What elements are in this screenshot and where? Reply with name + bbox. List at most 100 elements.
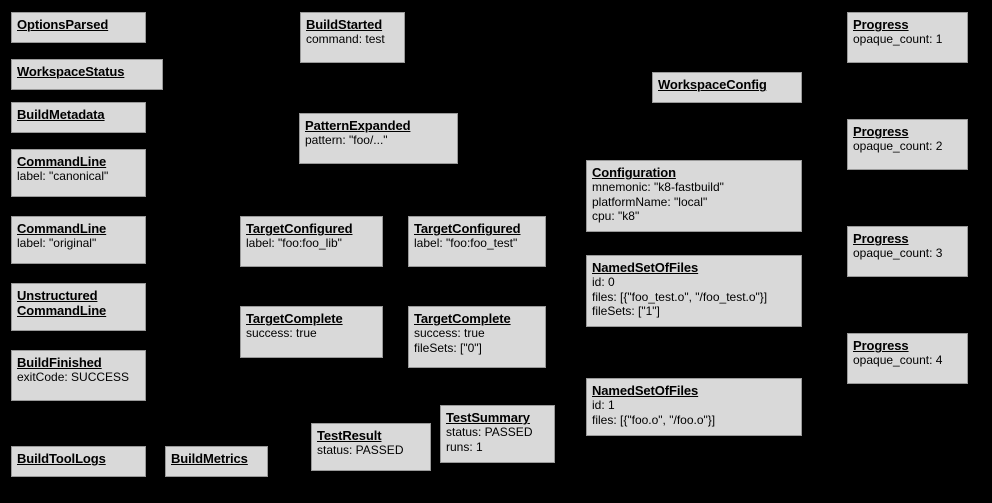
node-field: opaque_count: 1 <box>853 32 943 46</box>
node-fields: status: PASSED <box>317 443 425 458</box>
node-title: BuildStarted <box>306 17 399 32</box>
node-field: label: "original" <box>17 236 97 250</box>
node-field: opaque_count: 4 <box>853 353 943 367</box>
node-title-line: BuildMetadata <box>17 107 105 122</box>
node-fields: pattern: "foo/..." <box>305 133 452 148</box>
node-title-line: BuildMetrics <box>171 451 248 466</box>
node-title-line: TestResult <box>317 428 382 443</box>
node-field: runs: 1 <box>446 439 483 454</box>
node-title-line: WorkspaceConfig <box>658 77 767 92</box>
node-title: TargetComplete <box>246 311 377 326</box>
node-title-line: Progress <box>853 17 909 32</box>
node-title-line: Progress <box>853 231 909 246</box>
node-title: NamedSetOfFiles <box>592 383 796 398</box>
node-title-line: TargetComplete <box>246 311 343 326</box>
node-title-line: TargetConfigured <box>414 221 521 236</box>
event-node-build-metadata[interactable]: BuildMetadata <box>11 102 146 133</box>
node-title-line: CommandLine <box>17 221 107 236</box>
node-title: BuildFinished <box>17 355 140 370</box>
node-title-line: TestSummary <box>446 410 530 425</box>
node-title: TargetComplete <box>414 311 540 326</box>
node-fields: success: true <box>246 326 377 341</box>
node-title-line: TargetConfigured <box>246 221 353 236</box>
node-title-line: NamedSetOfFiles <box>592 260 699 275</box>
node-title: OptionsParsed <box>17 17 140 32</box>
node-title: CommandLine <box>17 154 140 169</box>
node-field: platformName: "local" <box>592 194 708 209</box>
node-title: Progress <box>853 231 962 246</box>
node-field: exitCode: SUCCESS <box>17 370 130 384</box>
node-field: opaque_count: 2 <box>853 139 943 153</box>
node-title-line: NamedSetOfFiles <box>592 383 699 398</box>
node-field: fileSets: ["1"] <box>592 304 660 318</box>
node-title-line: Progress <box>853 124 909 139</box>
node-title: TestResult <box>317 428 425 443</box>
node-title-line: BuildStarted <box>306 17 383 32</box>
node-fields: opaque_count: 1 <box>853 32 962 47</box>
node-fields: label: "foo:foo_lib" <box>246 236 377 251</box>
node-title: BuildMetrics <box>171 451 262 466</box>
node-title: TestSummary <box>446 410 549 425</box>
event-node-workspace-config[interactable]: WorkspaceConfig <box>652 72 802 103</box>
node-title: TargetConfigured <box>414 221 540 236</box>
node-fields: opaque_count: 3 <box>853 246 962 261</box>
node-title: BuildToolLogs <box>17 451 140 466</box>
event-node-build-metrics[interactable]: BuildMetrics <box>165 446 268 477</box>
node-fields: label: "original" <box>17 236 140 251</box>
node-title-line: Progress <box>853 338 909 353</box>
node-title-line: CommandLine <box>17 154 107 169</box>
node-title-line: TargetComplete <box>414 311 511 326</box>
node-field: command: test <box>306 32 385 46</box>
node-title-line: Unstructured <box>17 288 98 303</box>
node-title-line: BuildToolLogs <box>17 451 106 466</box>
node-field: files: [{"foo_test.o", "/foo_test.o"}] <box>592 289 768 304</box>
event-node-build-tool-logs[interactable]: BuildToolLogs <box>11 446 146 477</box>
event-node-options-parsed[interactable]: OptionsParsed <box>11 12 146 43</box>
node-fields: label: "foo:foo_test" <box>414 236 540 251</box>
node-fields: exitCode: SUCCESS <box>17 370 140 385</box>
event-node-workspace-status[interactable]: WorkspaceStatus <box>11 59 163 90</box>
node-title-line: Configuration <box>592 165 676 180</box>
node-title-line: WorkspaceStatus <box>17 64 125 79</box>
node-field: id: 1 <box>592 398 615 412</box>
node-field: fileSets: ["0"] <box>414 340 482 355</box>
node-title: WorkspaceStatus <box>17 64 157 79</box>
node-title: TargetConfigured <box>246 221 377 236</box>
node-title: Progress <box>853 17 962 32</box>
node-field: success: true <box>246 326 317 340</box>
node-field: label: "foo:foo_test" <box>414 236 518 250</box>
node-fields: mnemonic: "k8-fastbuild"platformName: "l… <box>592 180 796 224</box>
node-fields: command: test <box>306 32 399 47</box>
node-field: label: "canonical" <box>17 169 109 183</box>
node-fields: opaque_count: 4 <box>853 353 962 368</box>
node-fields: opaque_count: 2 <box>853 139 962 154</box>
node-title-line: BuildFinished <box>17 355 102 370</box>
node-title: Progress <box>853 338 962 353</box>
node-title: WorkspaceConfig <box>658 77 796 92</box>
